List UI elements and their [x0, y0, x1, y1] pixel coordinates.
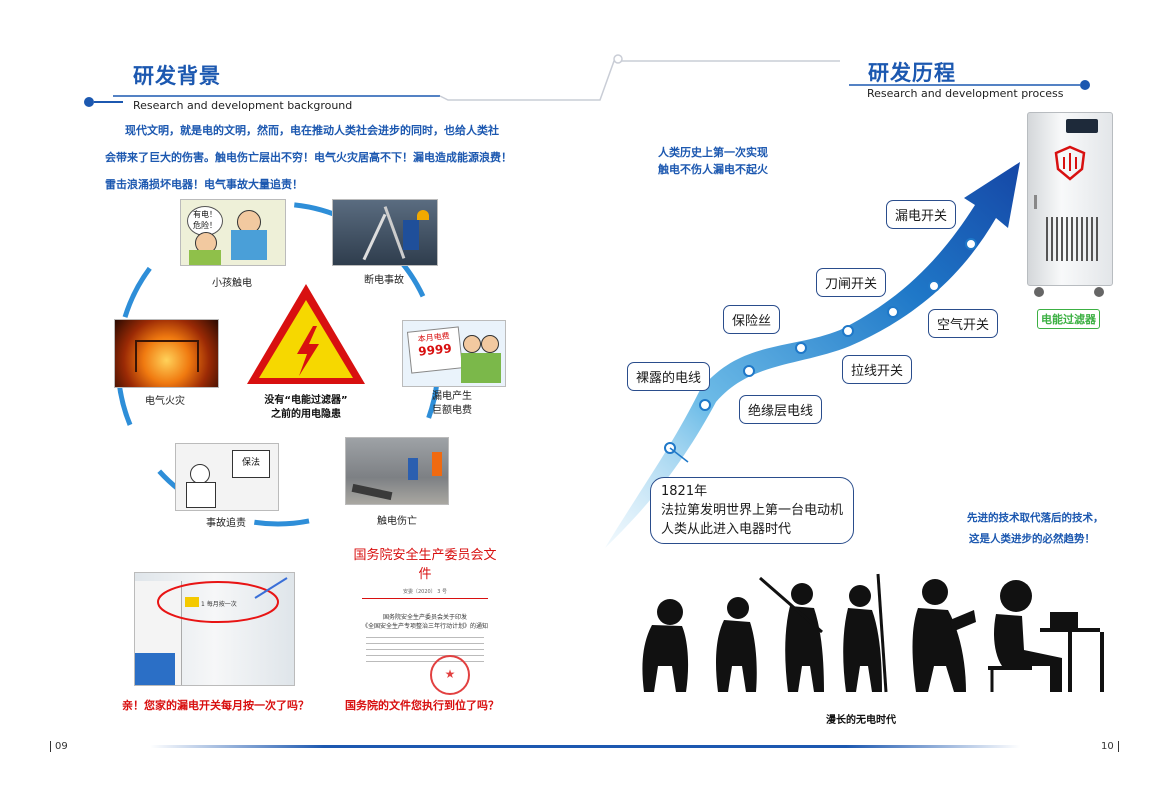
photo-outage: [332, 199, 438, 266]
question-breaker: 亲！您家的漏电开关每月按一次了吗？: [122, 699, 309, 712]
footer-line: [150, 745, 1020, 748]
origin-line: 法拉第发明世界上第一台电动机: [661, 503, 844, 518]
progress-arrow: [605, 162, 1020, 548]
speech-bubble: 有电！ 危险！: [187, 206, 223, 236]
origin-year: 1821年: [661, 484, 708, 499]
doc-heading: 国务院安全生产委员会关于印发 《全国安全生产专项整治三年行动计划》的通知: [350, 613, 500, 631]
photo-leakage-breaker: 1 每月按一次: [134, 572, 295, 686]
center-caption-line: 没有“电能过滤器”: [264, 395, 348, 406]
right-title: 研发历程: [868, 61, 956, 85]
first-text-line: 人类历史上第一次实现: [658, 146, 768, 159]
product-cabinet: [1027, 112, 1113, 297]
first-achievement-text: 人类历史上第一次实现 触电不伤人漏电不起火: [658, 144, 768, 178]
government-document: 国务院安全生产委员会文件 安委〔2020〕 3 号 国务院安全生产委员会关于印发…: [350, 540, 500, 695]
bubble-line: 有电！: [193, 210, 217, 219]
doc-title: 国务院安全生产委员会文件: [353, 548, 497, 582]
evolution-silhouettes: [642, 573, 1104, 693]
doc-number: 安委〔2020〕 3 号: [402, 589, 448, 595]
label-outage: 断电事故: [364, 275, 404, 286]
page-number-left: 09: [50, 741, 68, 752]
left-title: 研发背景: [133, 64, 221, 88]
intro-paragraph: 现代文明，就是电的文明，然而，电在推动人类社会进步的同时，也给人类社 会带来了巨…: [105, 117, 535, 198]
question-document: 国务院的文件您执行到位了吗？: [345, 699, 499, 712]
intro-line: 雷击浪涌损坏电器！电气事故大量追责！: [105, 178, 303, 191]
label-death: 触电伤亡: [377, 516, 417, 527]
left-subtitle: Research and development background: [133, 99, 353, 112]
milestone-pull-switch: 拉线开关: [842, 355, 913, 384]
center-caption: 没有“电能过滤器” 之前的用电隐患: [246, 394, 366, 422]
shield-logo-icon: [1054, 145, 1086, 181]
first-text-line: 触电不伤人漏电不起火: [658, 163, 768, 176]
official-seal: ★: [430, 655, 470, 695]
trend-line: 这是人类进步的必然趋势！: [969, 533, 1095, 545]
trend-text: 先进的技术取代落后的技术， 这是人类进步的必然趋势！: [967, 508, 1104, 550]
origin-callout: 1821年 法拉第发明世界上第一台电动机 人类从此进入电器时代: [650, 477, 855, 544]
milestone-leakage-switch: 漏电开关: [886, 200, 957, 229]
center-caption-line: 之前的用电隐患: [271, 409, 341, 420]
photo-electric-bill: 本月电费 9999: [402, 320, 506, 387]
highlight-ellipse: [157, 577, 288, 623]
label-child: 小孩触电: [212, 278, 252, 289]
doc-heading-line: 《全国安全生产专项整治三年行动计划》的通知: [361, 623, 488, 630]
stamp-text: 保法: [232, 450, 270, 478]
milestone-air-switch: 空气开关: [928, 309, 999, 338]
electric-warning-icon: [247, 284, 365, 384]
milestone-insulated-wire: 绝缘层电线: [739, 395, 823, 424]
photo-fire: [114, 319, 219, 388]
photo-accountability: 保法: [175, 443, 279, 511]
milestone-fuse: 保险丝: [723, 305, 781, 334]
header-lines: [84, 54, 1090, 107]
milestone-knife-switch: 刀闸开关: [816, 268, 887, 297]
origin-line: 人类从此进入电器时代: [661, 522, 792, 537]
photo-child-shock: 有电！ 危险！: [180, 199, 286, 266]
label-accountability: 事故追责: [206, 518, 246, 529]
intro-line: 现代文明，就是电的文明，然而，电在推动人类社会进步的同时，也给人类社: [125, 124, 499, 137]
photo-electrocution: [345, 437, 449, 505]
page-number-right: 10: [1101, 741, 1119, 752]
label-bill: 漏电产生 巨额电费: [416, 390, 488, 418]
label-bill-line: 漏电产生: [432, 391, 472, 402]
product-label: 电能过滤器: [1037, 309, 1100, 329]
milestone-bare-wire: 裸露的电线: [627, 362, 711, 391]
breaker-label: 1 每月按一次: [201, 601, 237, 608]
doc-heading-line: 国务院安全生产委员会关于印发: [382, 614, 467, 621]
era-caption: 漫长的无电时代: [826, 715, 896, 726]
trend-line: 先进的技术取代落后的技术，: [967, 512, 1104, 524]
label-bill-line: 巨额电费: [432, 405, 472, 416]
right-subtitle: Research and development process: [867, 87, 1064, 100]
intro-line: 会带来了巨大的伤害。触电伤亡层出不穷！电气火灾居高不下！漏电造成能源浪费！: [105, 151, 512, 164]
label-fire: 电气火灾: [145, 396, 185, 407]
bubble-line: 危险！: [193, 221, 217, 230]
